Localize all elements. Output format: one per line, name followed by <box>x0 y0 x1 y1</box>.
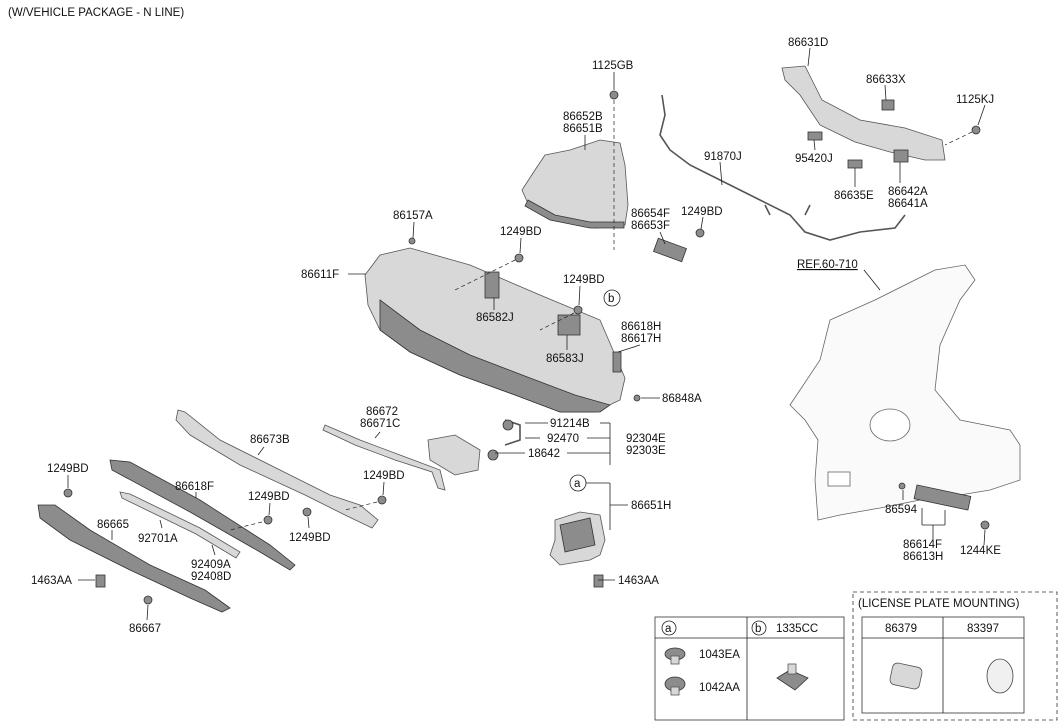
label-ref-60-710: REF.60-710 <box>797 259 858 271</box>
label-86157a: 86157A <box>393 210 433 222</box>
legend-b-part-label: 1335CC <box>776 623 818 635</box>
fasteners <box>63 90 990 605</box>
label-86618f: 86618F <box>175 481 214 493</box>
label-91214b: 91214B <box>550 418 590 430</box>
legend-table: a b 1335CC 1043EA 1042AA <box>654 616 845 721</box>
bracket-86651h-part <box>549 511 606 566</box>
rear-bumper-cover-part <box>364 247 626 413</box>
license-plate-mounting-box: (LICENSE PLATE MOUNTING) 86379 83397 <box>852 591 1058 721</box>
callout-a-marker: a <box>569 474 587 492</box>
label-86641a: 86641A <box>888 198 928 210</box>
label-92303e: 92303E <box>626 445 666 457</box>
bracket-86654f-part <box>652 237 688 263</box>
label-86665: 86665 <box>97 519 129 531</box>
label-1463aa-1: 1463AA <box>31 575 72 587</box>
legend-a-part-2: 1042AA <box>699 682 740 694</box>
bracket-86583j-part <box>557 314 581 336</box>
svg-text:b: b <box>608 293 614 305</box>
garnish-86672-part <box>322 424 446 491</box>
label-86673b: 86673B <box>250 434 290 446</box>
label-95420j: 95420J <box>795 153 833 165</box>
fog-lamp-assembly-part <box>427 419 521 476</box>
label-18642: 18642 <box>528 448 560 460</box>
label-86651b: 86651B <box>563 123 603 135</box>
side-cover-part <box>521 139 629 229</box>
label-86671c: 86671C <box>360 418 400 430</box>
part-labels: 1125GB 86652B 86651B 86631D 86633X 1125K… <box>31 37 1001 635</box>
bracket-beam-part <box>781 65 946 161</box>
moulding-92701a-part <box>119 491 241 559</box>
label-91870j: 91870J <box>704 151 742 163</box>
reflector-86614f-part <box>913 484 972 511</box>
label-92470: 92470 <box>547 433 579 445</box>
label-86653f: 86653F <box>631 220 670 232</box>
package-title: (W/VEHICLE PACKAGE - N LINE) <box>8 7 184 19</box>
label-86582j: 86582J <box>476 312 514 324</box>
bracket-86582j-part <box>484 271 500 299</box>
reflector-86618h-part <box>612 351 622 373</box>
skid-plate-86665-part <box>37 504 231 613</box>
wiring-harness-part <box>659 94 906 241</box>
label-86618h: 86618H <box>621 321 661 333</box>
label-92701a: 92701A <box>138 533 178 545</box>
label-92304e: 92304E <box>626 433 666 445</box>
label-86667: 86667 <box>129 623 161 635</box>
label-1249bd-4: 1249BD <box>363 470 405 482</box>
legend-a-part-1: 1043EA <box>699 649 740 661</box>
label-86594: 86594 <box>885 504 918 516</box>
label-86583j: 86583J <box>546 353 584 365</box>
license-part-86379: 86379 <box>885 623 917 635</box>
label-1463aa-2: 1463AA <box>618 575 659 587</box>
label-1249bd-1: 1249BD <box>500 226 542 238</box>
lower-bracket-86618f-part <box>109 459 296 571</box>
legend-a-marker: a <box>665 623 672 635</box>
label-1249bd-3: 1249BD <box>563 274 605 286</box>
svg-text:a: a <box>574 478 581 490</box>
label-1244ke: 1244KE <box>960 545 1001 557</box>
label-86642a: 86642A <box>888 186 928 198</box>
label-1249bd-7: 1249BD <box>289 532 331 544</box>
moulding-86673b-part <box>175 409 379 529</box>
license-plate-title: (LICENSE PLATE MOUNTING) <box>858 598 1020 610</box>
license-part-83397: 83397 <box>967 623 999 635</box>
label-86613h: 86613H <box>903 551 943 563</box>
legend-b-marker: b <box>755 623 761 635</box>
label-86611f: 86611F <box>301 269 339 281</box>
quarter-panel-outline-part <box>789 264 1021 521</box>
label-86614f: 86614F <box>903 539 942 551</box>
label-86672: 86672 <box>366 406 398 418</box>
label-1249bd-6: 1249BD <box>248 491 290 503</box>
label-1249bd-5: 1249BD <box>47 463 89 475</box>
label-92409a: 92409A <box>191 559 231 571</box>
label-1249bd-2: 1249BD <box>681 206 723 218</box>
label-92408d: 92408D <box>191 571 231 583</box>
leader-lines <box>67 47 986 621</box>
label-86652b: 86652B <box>563 111 603 123</box>
callout-b-marker: b <box>603 289 621 307</box>
label-86617h: 86617H <box>621 333 661 345</box>
label-86651h: 86651H <box>631 500 671 512</box>
label-86635e: 86635E <box>834 190 874 202</box>
label-86848a: 86848A <box>662 393 702 405</box>
label-86631d: 86631D <box>788 37 828 49</box>
label-1125gb: 1125GB <box>592 60 634 72</box>
label-86654f: 86654F <box>631 208 670 220</box>
label-1125kj: 1125KJ <box>956 94 994 106</box>
label-86633x: 86633X <box>866 74 906 86</box>
